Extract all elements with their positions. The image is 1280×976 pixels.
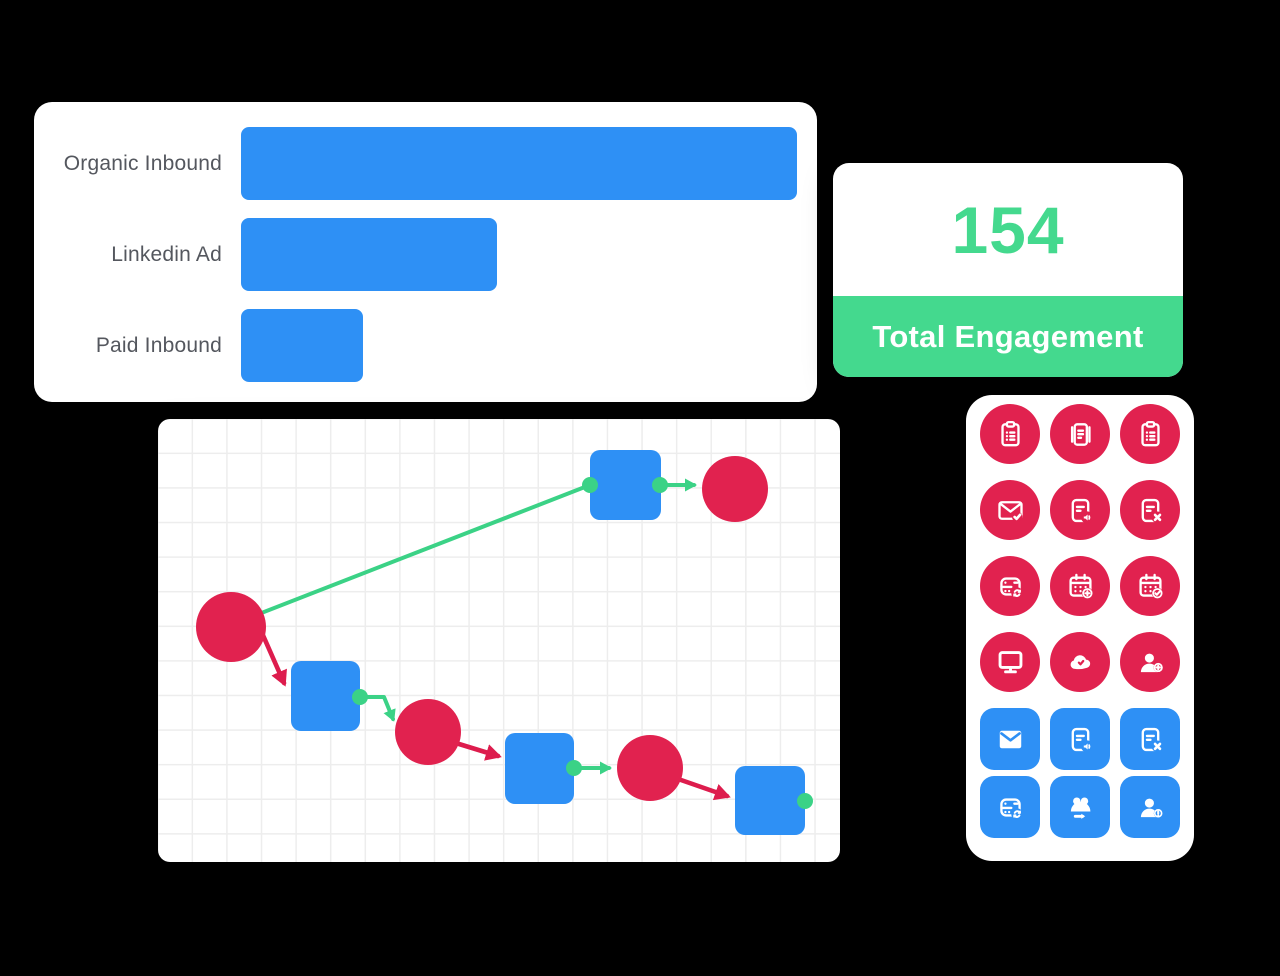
- icon-tile-document-announce[interactable]: [1050, 708, 1110, 770]
- document-announce-icon: [1064, 723, 1097, 756]
- workflow-node-node-2[interactable]: [395, 699, 461, 765]
- workflow-canvas: [158, 419, 840, 862]
- icon-tile-clipboard-list[interactable]: [1120, 404, 1180, 464]
- icon-tile-monitor[interactable]: [980, 632, 1040, 692]
- cloud-approve-icon: [1064, 646, 1097, 679]
- icon-tile-database-sync[interactable]: [980, 776, 1040, 838]
- connector-port[interactable]: [652, 477, 668, 493]
- bar-category-label: Paid Inbound: [95, 333, 222, 357]
- workflow-node-end-top[interactable]: [702, 456, 768, 522]
- icon-tile-database-sync[interactable]: [980, 556, 1040, 616]
- icon-tile-mail-check[interactable]: [980, 480, 1040, 540]
- database-sync-icon: [994, 791, 1027, 824]
- kpi-label-banner: Total Engagement: [833, 296, 1183, 377]
- database-sync-icon: [994, 570, 1027, 603]
- total-engagement-kpi-card: 154 Total Engagement: [833, 163, 1183, 377]
- workflow-node-step-3[interactable]: [505, 733, 574, 804]
- icon-row: [966, 480, 1194, 540]
- mail-icon: [994, 723, 1027, 756]
- icon-tile-user-alert[interactable]: [1120, 776, 1180, 838]
- user-add-icon: [1134, 646, 1167, 679]
- icon-tile-clipboard-list[interactable]: [980, 404, 1040, 464]
- bar-2: [241, 309, 363, 382]
- connector-port[interactable]: [352, 689, 368, 705]
- icon-tile-user-add[interactable]: [1120, 632, 1180, 692]
- document-remove-icon: [1134, 494, 1167, 527]
- icon-row: [966, 708, 1194, 770]
- icon-tile-mail[interactable]: [980, 708, 1040, 770]
- workflow-node-node-4[interactable]: [617, 735, 683, 801]
- bar-row: Linkedin Ad: [34, 218, 817, 291]
- action-icons-card: [966, 395, 1194, 861]
- action-icon-grid: [966, 404, 1194, 838]
- bar-0: [241, 127, 797, 200]
- connector-port[interactable]: [582, 477, 598, 493]
- workflow-node-start-node[interactable]: [196, 592, 266, 662]
- bar-category-label: Organic Inbound: [63, 151, 222, 175]
- clipboard-list-icon: [994, 418, 1027, 451]
- connector-port[interactable]: [566, 760, 582, 776]
- icon-tile-calendar-check[interactable]: [1120, 556, 1180, 616]
- icon-tile-document-remove[interactable]: [1120, 480, 1180, 540]
- icon-row: [966, 632, 1194, 692]
- workflow-node-step-1[interactable]: [291, 661, 360, 731]
- document-announce-icon: [1064, 494, 1097, 527]
- icon-tile-cloud-approve[interactable]: [1050, 632, 1110, 692]
- icon-tile-document-announce[interactable]: [1050, 480, 1110, 540]
- workflow-edge-red: [678, 777, 731, 801]
- connector-port[interactable]: [797, 793, 813, 809]
- users-transfer-icon: [1064, 791, 1097, 824]
- bar-1: [241, 218, 497, 291]
- bar-row: Paid Inbound: [34, 309, 817, 382]
- user-alert-icon: [1134, 791, 1167, 824]
- workflow-diagram: [196, 450, 813, 835]
- icon-tile-calendar-add[interactable]: [1050, 556, 1110, 616]
- workflow-edge-red: [259, 630, 287, 687]
- workflow-edge-red: [456, 741, 502, 761]
- kpi-value: 154: [951, 192, 1065, 267]
- mail-check-icon: [994, 494, 1027, 527]
- icon-tile-users-transfer[interactable]: [1050, 776, 1110, 838]
- notebook-list-icon: [1064, 418, 1097, 451]
- workflow-node-step-5[interactable]: [735, 766, 805, 835]
- bar-row: Organic Inbound: [34, 127, 817, 200]
- workflow-node-step-top[interactable]: [590, 450, 661, 520]
- icon-row: [966, 404, 1194, 464]
- workflow-edge-green: [244, 483, 592, 621]
- monitor-icon: [994, 646, 1027, 679]
- icon-tile-document-remove[interactable]: [1120, 708, 1180, 770]
- icon-tile-notebook-list[interactable]: [1050, 404, 1110, 464]
- bar-category-label: Linkedin Ad: [111, 242, 222, 266]
- calendar-check-icon: [1134, 570, 1167, 603]
- clipboard-list-icon: [1134, 418, 1167, 451]
- calendar-add-icon: [1064, 570, 1097, 603]
- icon-row: [966, 556, 1194, 616]
- icon-row: [966, 776, 1194, 838]
- document-remove-icon: [1134, 723, 1167, 756]
